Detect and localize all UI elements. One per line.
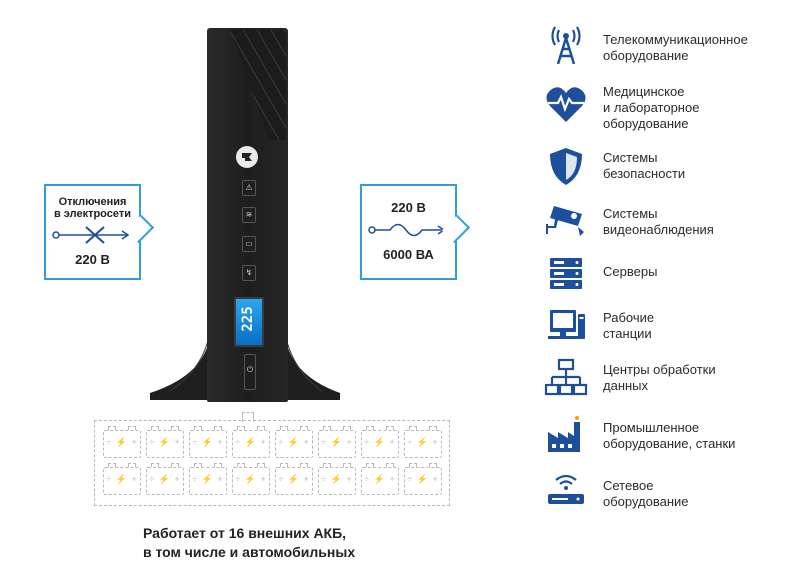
power-outage-icon bbox=[52, 226, 130, 244]
list-item-label: Серверы bbox=[603, 264, 658, 279]
bypass-indicator-icon: ↯ bbox=[242, 265, 256, 281]
lcd-voltage-value: 225 bbox=[240, 306, 256, 332]
battery-icon: ÷ ⚡ + bbox=[404, 426, 442, 458]
power-button[interactable]: ⏻ bbox=[244, 354, 256, 390]
battery-icon: ÷ ⚡ + bbox=[103, 463, 141, 495]
output-power: 6000 ВА bbox=[383, 247, 434, 262]
output-voltage: 220 В bbox=[391, 200, 426, 215]
list-item-label: Рабочие станции bbox=[603, 310, 655, 341]
sine-wave-icon bbox=[368, 223, 446, 237]
battery-icon: ÷ ⚡ + bbox=[146, 426, 184, 458]
battery-icon: ÷ ⚡ + bbox=[189, 426, 227, 458]
input-voltage: 220 В bbox=[75, 252, 110, 267]
battery-icon: ÷ ⚡ + bbox=[275, 463, 313, 495]
server-icon bbox=[550, 258, 582, 289]
warning-indicator-icon: ⚠ bbox=[242, 180, 256, 196]
battery-icon: ÷ ⚡ + bbox=[318, 463, 356, 495]
cctv-camera-icon bbox=[546, 206, 584, 236]
list-item-label: Центры обработки данных bbox=[603, 362, 716, 393]
input-label-line2: в электросети bbox=[53, 208, 131, 220]
battery-indicator-icon: ▭ bbox=[242, 236, 256, 252]
mains-indicator-icon: ≋ bbox=[242, 207, 256, 223]
list-item-label: Системы видеонаблюдения bbox=[603, 206, 714, 237]
caption-line1: Работает от 16 внешних АКБ, bbox=[143, 525, 347, 541]
list-item-label: Медицинское и лабораторное оборудование bbox=[603, 84, 700, 131]
router-icon bbox=[548, 474, 584, 504]
brand-logo-icon bbox=[236, 146, 258, 168]
battery-icon: ÷ ⚡ + bbox=[361, 463, 399, 495]
battery-icon: ÷ ⚡ + bbox=[318, 426, 356, 458]
list-item-label: Системы безопасности bbox=[603, 150, 686, 181]
battery-icon: ÷ ⚡ + bbox=[232, 426, 270, 458]
shield-icon bbox=[550, 148, 582, 185]
battery-icon: ÷ ⚡ + bbox=[361, 426, 399, 458]
antenna-tower-icon bbox=[551, 26, 581, 64]
battery-icon: ÷ ⚡ + bbox=[404, 463, 442, 495]
output-callout: 220 В 6000 ВА bbox=[360, 184, 471, 280]
battery-icon: ÷ ⚡ + bbox=[146, 463, 184, 495]
input-label-line1: Отключения bbox=[58, 196, 127, 208]
battery-icon: ÷ ⚡ + bbox=[103, 426, 141, 458]
battery-icon: ÷ ⚡ + bbox=[189, 463, 227, 495]
network-nodes-icon bbox=[544, 358, 588, 396]
factory-icon bbox=[548, 416, 580, 452]
battery-caption: Работает от 16 внешних АКБ, в том числе … bbox=[143, 524, 443, 562]
battery-icon: ÷ ⚡ + bbox=[275, 426, 313, 458]
heart-pulse-icon bbox=[546, 87, 586, 122]
battery-bank: ÷ ⚡ + ÷ ⚡ + ÷ ⚡ + ÷ ⚡ + ÷ ⚡ + ÷ ⚡ + ÷ ⚡ … bbox=[94, 420, 450, 506]
battery-connector bbox=[242, 412, 254, 422]
input-callout: Отключения в электросети 220 В bbox=[44, 184, 155, 280]
list-item-label: Промышленное оборудование, станки bbox=[603, 420, 736, 451]
list-item-label: Телекоммуникационное оборудование bbox=[603, 32, 748, 63]
workstation-icon bbox=[548, 310, 585, 339]
battery-icon: ÷ ⚡ + bbox=[232, 463, 270, 495]
list-item-label: Сетевое оборудование bbox=[603, 478, 689, 509]
caption-line2: в том числе и автомобильных bbox=[143, 544, 356, 560]
ups-lcd-display bbox=[234, 297, 264, 347]
